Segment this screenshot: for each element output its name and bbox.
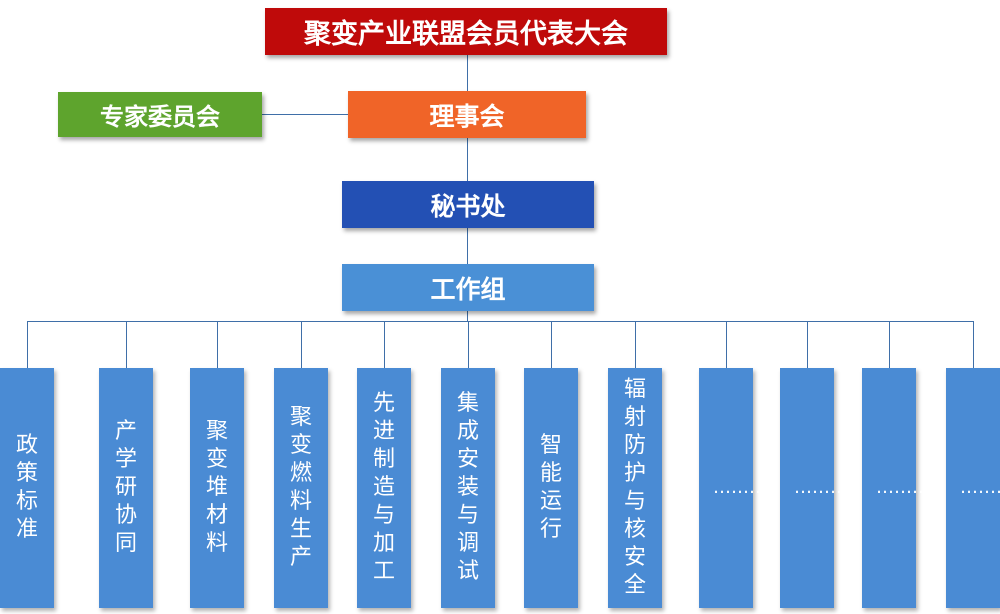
group-label: ……… bbox=[960, 477, 1000, 498]
secretariat-box: 秘书处 bbox=[342, 181, 594, 228]
group-column-8: 辐射防护与核安全 bbox=[608, 368, 662, 608]
connector-council-to-secretariat bbox=[467, 138, 468, 181]
connector-bus bbox=[27, 321, 973, 322]
expert-committee-box: 专家委员会 bbox=[58, 92, 262, 137]
group-label: 聚变堆材料 bbox=[205, 419, 228, 556]
group-label: 政策标准 bbox=[15, 433, 38, 542]
council-label: 理事会 bbox=[429, 101, 505, 131]
group-column-2: 产学研协同 bbox=[99, 368, 153, 608]
group-label: ……… bbox=[876, 477, 930, 498]
group-column-7: 智能运行 bbox=[524, 368, 578, 608]
group-label: 智能运行 bbox=[539, 433, 562, 542]
connector-drop-7 bbox=[551, 321, 552, 368]
group-column-3: 聚变堆材料 bbox=[190, 368, 244, 608]
connector-drop-12 bbox=[973, 321, 974, 368]
workgroup-box: 工作组 bbox=[342, 264, 594, 311]
connector-drop-1 bbox=[27, 321, 28, 368]
connector-drop-5 bbox=[384, 321, 385, 368]
expert-committee-label: 专家委员会 bbox=[100, 103, 220, 131]
group-label: 产学研协同 bbox=[114, 419, 137, 556]
group-label: ……… bbox=[713, 477, 767, 498]
group-label: 集成安装与调试 bbox=[456, 391, 479, 584]
group-column-12: ……… bbox=[946, 368, 1000, 608]
group-column-11: ……… bbox=[862, 368, 930, 608]
connector-drop-10 bbox=[807, 321, 808, 368]
group-column-4: 聚变燃料生产 bbox=[274, 368, 328, 608]
group-label: ……… bbox=[794, 477, 848, 498]
group-column-9: ……… bbox=[699, 368, 767, 608]
group-column-1: 政策标准 bbox=[0, 368, 54, 608]
connector-workgroup-to-bus bbox=[467, 311, 468, 321]
connector-drop-11 bbox=[889, 321, 890, 368]
group-label: 辐射防护与核安全 bbox=[623, 377, 646, 598]
connector-drop-6 bbox=[468, 321, 469, 368]
connector-drop-8 bbox=[635, 321, 636, 368]
connector-drop-2 bbox=[126, 321, 127, 368]
general-assembly-box: 聚变产业联盟会员代表大会 bbox=[265, 8, 667, 55]
connector-drop-9 bbox=[726, 321, 727, 368]
connector-drop-4 bbox=[301, 321, 302, 368]
group-label: 聚变燃料生产 bbox=[289, 405, 312, 570]
group-column-10: ……… bbox=[780, 368, 848, 608]
group-column-6: 集成安装与调试 bbox=[441, 368, 495, 608]
secretariat-label: 秘书处 bbox=[430, 191, 506, 221]
group-column-5: 先进制造与加工 bbox=[357, 368, 411, 608]
workgroup-label: 工作组 bbox=[430, 274, 506, 304]
council-box: 理事会 bbox=[348, 91, 586, 138]
general-assembly-label: 聚变产业联盟会员代表大会 bbox=[304, 19, 628, 50]
connector-secretariat-to-workgroup bbox=[467, 228, 468, 264]
connector-drop-3 bbox=[217, 321, 218, 368]
connector-expert-to-council bbox=[262, 114, 348, 115]
group-label: 先进制造与加工 bbox=[372, 391, 395, 584]
connector-top-to-council bbox=[467, 55, 468, 91]
